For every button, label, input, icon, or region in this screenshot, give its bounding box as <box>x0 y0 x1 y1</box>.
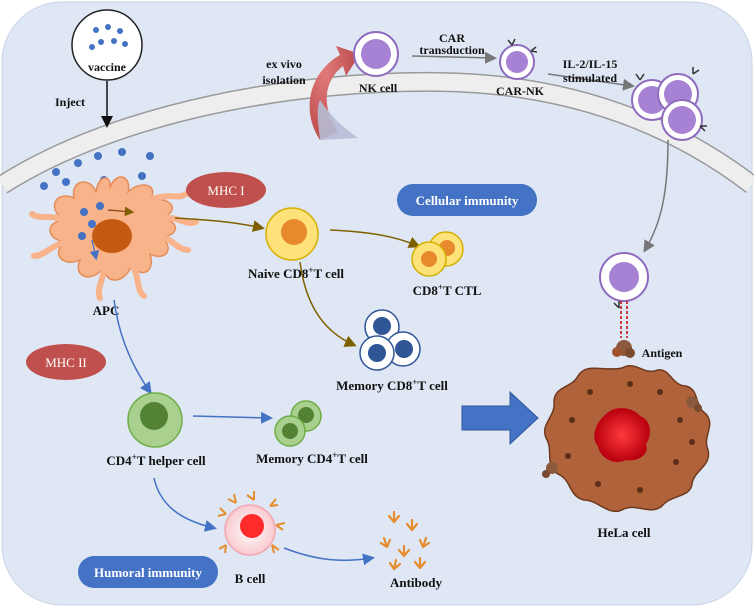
mhc1-badge <box>186 172 266 208</box>
mhc1-label: MHC I <box>207 183 244 198</box>
mhc2-badge <box>26 344 106 380</box>
ex-vivo-label-2: isolation <box>262 73 306 87</box>
cellular-immunity-label: Cellular immunity <box>416 193 519 208</box>
vaccine-label: vaccine <box>88 60 127 74</box>
naive-cd8-cell <box>265 207 319 261</box>
car-nk-cell <box>499 38 538 80</box>
bcell-to-antibody-arrow <box>283 547 375 566</box>
memory-cd8-cells <box>359 309 421 371</box>
cellular-immunity-pill <box>397 184 537 216</box>
antibody-label: Antibody <box>390 575 443 590</box>
vaccine-icon <box>71 9 143 81</box>
antibody-icons <box>379 510 431 571</box>
cd8-to-memory-arrow <box>299 261 357 347</box>
big-right-arrow <box>461 390 539 446</box>
humoral-immunity-pill <box>78 556 218 588</box>
cd4-to-bcell-arrow <box>153 477 217 532</box>
cd4-helper-cell <box>127 392 183 448</box>
apc-to-cd4-arrow <box>113 299 152 395</box>
naive-cd8-label: Naive CD8+T cell <box>248 265 344 281</box>
humoral-immunity-label: Humoral immunity <box>94 565 202 580</box>
cd4-to-memory-arrow <box>192 411 273 424</box>
cd8-to-ctl-arrow <box>329 229 421 248</box>
inject-label: Inject <box>55 95 85 109</box>
apc-cell <box>29 176 199 301</box>
b-cell <box>217 491 286 556</box>
ex-vivo-arrow <box>309 46 360 140</box>
ex-vivo-label-1: ex vivo <box>266 57 302 71</box>
memory-cd4-cells <box>274 400 322 447</box>
car-transduction-arrow <box>411 51 497 64</box>
cd8-ctl-label: CD8+T CTL <box>413 282 482 298</box>
effector-car-nk-cell <box>599 252 649 338</box>
expanded-car-nk-cells <box>631 67 707 141</box>
il-stimulated-arrow <box>547 73 635 91</box>
memory-cd8-label: Memory CD8+T cell <box>336 377 448 393</box>
car-label-1: CAR <box>439 31 465 45</box>
antigen-icon <box>612 340 635 358</box>
cd4-helper-label: CD4+T helper cell <box>106 452 206 468</box>
apc-to-cd8-arrow <box>174 217 265 232</box>
hela-cell <box>542 365 711 513</box>
nk-cell-label: NK cell <box>359 81 398 95</box>
memory-cd4-label: Memory CD4+T cell <box>256 450 368 466</box>
car-label-2: transduction <box>419 43 485 57</box>
il-label-1: IL-2/IL-15 <box>563 57 618 71</box>
apc-label: APC <box>93 303 120 318</box>
nk-cell <box>353 31 399 77</box>
mhc2-label: MHC II <box>45 355 87 370</box>
il-label-2: stimulated <box>563 71 617 85</box>
car-nk-to-target-arrow <box>643 139 669 253</box>
b-cell-label: B cell <box>235 571 266 586</box>
cd8-ctl-cells <box>411 231 464 277</box>
hela-cell-label: HeLa cell <box>597 525 650 540</box>
car-nk-label: CAR-NK <box>496 84 545 98</box>
antigen-label: Antigen <box>642 346 683 360</box>
